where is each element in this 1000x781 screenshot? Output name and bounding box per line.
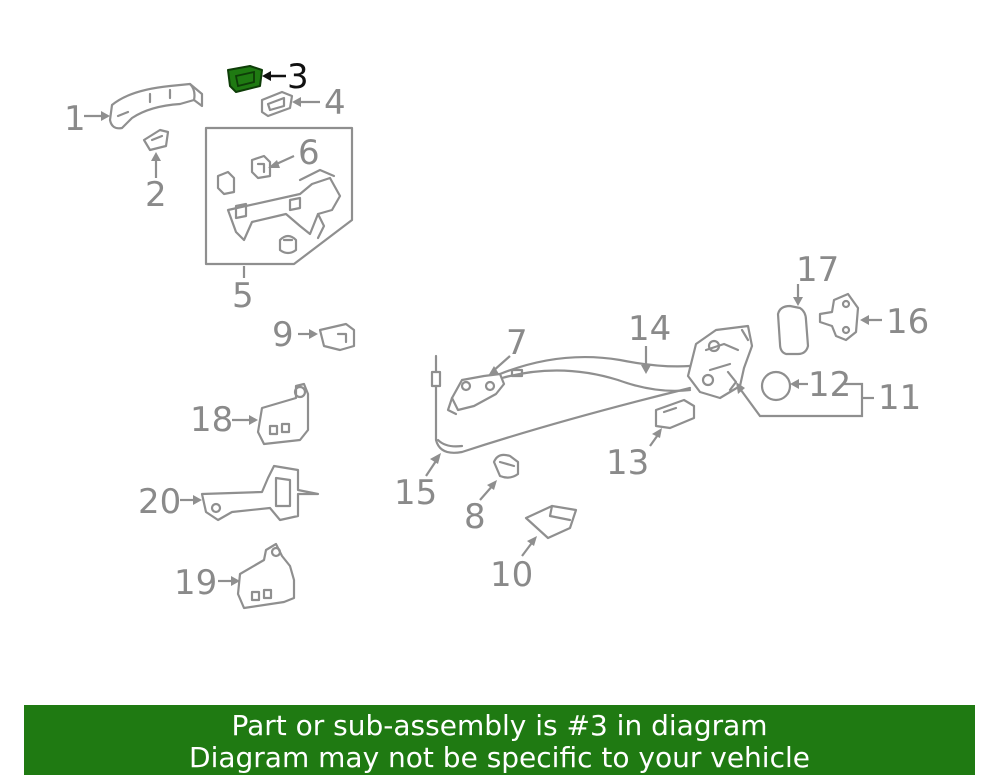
part-15-lock-cable[interactable] xyxy=(430,354,692,454)
part-10-cover[interactable] xyxy=(524,504,578,540)
arrow-2 xyxy=(151,152,161,161)
callout-3[interactable]: 3 xyxy=(287,57,309,97)
arrow-7 xyxy=(488,366,499,376)
part-20-rod-bracket[interactable] xyxy=(200,464,320,522)
callout-10[interactable]: 10 xyxy=(490,555,533,595)
info-banner: Part or sub-assembly is #3 in diagram Di… xyxy=(24,705,975,775)
part-4-bezel[interactable] xyxy=(260,90,294,118)
arrow-13 xyxy=(652,428,662,438)
part-2-pad[interactable] xyxy=(142,128,170,152)
part-6-clip[interactable] xyxy=(250,154,272,180)
callout-1[interactable]: 1 xyxy=(64,99,86,139)
arrow-18 xyxy=(249,415,258,425)
part-16-striker[interactable] xyxy=(818,292,860,342)
part-8-grommet[interactable] xyxy=(492,453,520,479)
callout-9[interactable]: 9 xyxy=(272,315,294,355)
arrow-10 xyxy=(527,536,537,546)
part-13-bracket[interactable] xyxy=(654,398,696,430)
arrow-12 xyxy=(790,379,799,389)
callout-20[interactable]: 20 xyxy=(138,482,181,522)
callout-2[interactable]: 2 xyxy=(145,175,167,215)
callout-8[interactable]: 8 xyxy=(464,497,486,537)
arrow-11 xyxy=(736,382,745,394)
arrow-16 xyxy=(860,315,869,325)
callout-17[interactable]: 17 xyxy=(796,250,839,290)
part-11-lock-assembly[interactable] xyxy=(686,324,754,400)
banner-line-1: Part or sub-assembly is #3 in diagram xyxy=(231,709,768,742)
part-18-bracket[interactable] xyxy=(256,382,310,446)
arrow-1 xyxy=(101,111,110,121)
leader-11 xyxy=(737,382,864,418)
callout-14[interactable]: 14 xyxy=(628,309,671,349)
part-7-inside-handle-assembly[interactable] xyxy=(446,372,506,416)
banner-line-2: Diagram may not be specific to your vehi… xyxy=(189,741,810,774)
arrow-17 xyxy=(793,297,803,306)
callout-18[interactable]: 18 xyxy=(190,400,233,440)
arrow-19 xyxy=(231,576,240,586)
callout-16[interactable]: 16 xyxy=(886,302,929,342)
arrow-9 xyxy=(309,329,318,339)
arrow-14 xyxy=(641,365,651,374)
arrow-15 xyxy=(430,453,441,464)
callout-15[interactable]: 15 xyxy=(394,473,437,513)
callout-19[interactable]: 19 xyxy=(174,563,217,603)
arrow-3 xyxy=(262,71,271,81)
arrow-8 xyxy=(487,480,497,490)
callout-11[interactable]: 11 xyxy=(878,378,921,418)
callout-12[interactable]: 12 xyxy=(808,365,851,405)
part-12-seal[interactable] xyxy=(760,370,792,402)
arrow-6 xyxy=(268,160,280,168)
callout-13[interactable]: 13 xyxy=(606,443,649,483)
callout-5[interactable]: 5 xyxy=(232,276,254,316)
callout-7[interactable]: 7 xyxy=(506,323,528,363)
callout-4[interactable]: 4 xyxy=(324,83,346,123)
part-5-frame-assembly[interactable] xyxy=(204,126,354,266)
callout-6[interactable]: 6 xyxy=(298,133,320,173)
part-1-outside-handle[interactable] xyxy=(108,82,204,130)
part-17-pad[interactable] xyxy=(776,304,810,356)
part-3-handle-cover[interactable] xyxy=(227,65,263,93)
part-9-clip[interactable] xyxy=(318,322,356,352)
arrow-20 xyxy=(193,495,202,505)
part-19-bracket[interactable] xyxy=(236,542,296,610)
arrow-4 xyxy=(292,97,301,107)
